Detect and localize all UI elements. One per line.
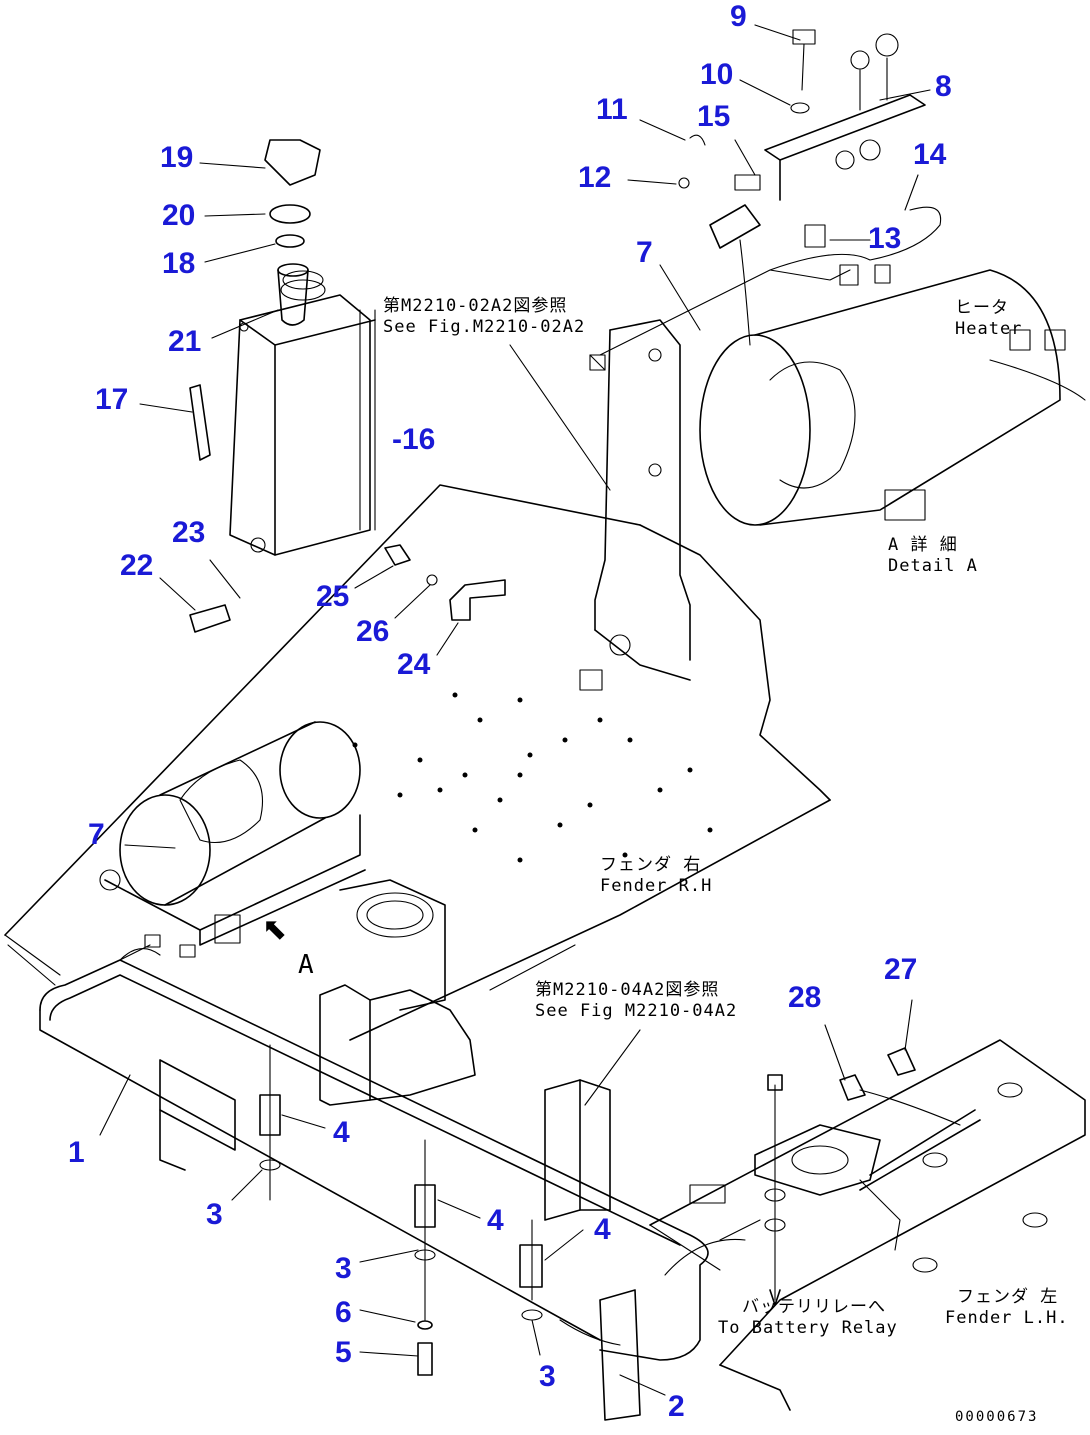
fender-rh-label: フェンダ 右 Fender R.H — [600, 855, 712, 898]
see-fig-note-lower: 第M2210-04A2図参照 See Fig M2210-04A2 — [535, 980, 737, 1023]
fender-lh-plate — [649, 1039, 1086, 1411]
callout-15: 15 — [697, 100, 731, 133]
view-a-letter: A — [298, 950, 314, 980]
detail-a-label-jp: A 詳 細 — [888, 535, 958, 555]
fender-lh-label: フェンダ 左 Fender L.H. — [945, 1287, 1069, 1330]
small-brackets — [189, 384, 506, 633]
heater-label-jp: ヒータ — [955, 298, 1009, 318]
callout-19: 19 — [160, 141, 194, 174]
callout-23: 23 — [172, 516, 206, 549]
callout-8: 8 — [935, 70, 952, 103]
see-fig-note-lower-jp: 第M2210-04A2図参照 — [535, 980, 720, 1000]
view-a-arrow-icon: ⬉ — [262, 912, 288, 947]
callout-25: 25 — [316, 580, 350, 613]
wiring-harness — [119, 206, 961, 1346]
callout-11: 11 — [596, 93, 628, 126]
battery-relay-label-en: To Battery Relay — [718, 1318, 898, 1339]
see-fig-note-upper: 第M2210-02A2図参照 See Fig.M2210-02A2 — [383, 296, 585, 339]
detail-a-label-en: Detail A — [888, 556, 978, 577]
callout-28: 28 — [788, 981, 822, 1014]
callout-17: 17 — [95, 383, 129, 416]
heater-bracket — [579, 319, 691, 691]
drawing-number: 00000673 — [955, 1409, 1039, 1425]
heater-unit-lower — [99, 721, 366, 958]
connector-bracket — [678, 29, 926, 286]
battery-relay-label-jp: バッテリリレーへ — [742, 1297, 886, 1317]
leader-lines — [99, 24, 931, 1396]
callout-18: 18 — [162, 247, 196, 280]
callout-3-right: 3 — [539, 1360, 556, 1393]
callout-4-right: 4 — [594, 1213, 611, 1246]
callout-16: -16 — [392, 423, 436, 456]
fender-lh-label-en: Fender L.H. — [945, 1308, 1069, 1329]
bolts-and-spacers — [259, 1044, 543, 1376]
callout-22: 22 — [120, 549, 154, 582]
see-fig-note-lower-en: See Fig M2210-04A2 — [535, 1001, 738, 1022]
detail-a-label: A 詳 細 Detail A — [888, 535, 978, 578]
callout-14: 14 — [913, 138, 947, 171]
callout-7-upper: 7 — [636, 236, 653, 269]
water-tank — [229, 270, 376, 556]
center-frame — [159, 879, 641, 1421]
callout-10: 10 — [700, 58, 734, 91]
pipe-loop — [39, 944, 709, 1361]
relay-plate — [689, 1047, 981, 1306]
battery-relay-label: バッテリリレーへ To Battery Relay — [718, 1297, 898, 1340]
fender-rh-label-jp: フェンダ 右 — [600, 855, 702, 875]
see-fig-note-upper-en: See Fig.M2210-02A2 — [383, 317, 586, 338]
callout-13: 13 — [868, 222, 902, 255]
heater-label-en: Heater — [955, 319, 1023, 340]
callout-12: 12 — [578, 161, 612, 194]
fender-rh-plate — [4, 484, 831, 1041]
callout-20: 20 — [162, 199, 196, 232]
callout-9: 9 — [730, 0, 747, 33]
callout-5: 5 — [335, 1336, 352, 1369]
callout-4-middle: 4 — [487, 1204, 504, 1237]
fender-rh-label-en: Fender R.H — [600, 876, 713, 897]
see-fig-note-upper-jp: 第M2210-02A2図参照 — [383, 296, 568, 316]
callout-3-middle: 3 — [335, 1252, 352, 1285]
fender-lh-label-jp: フェンダ 左 — [957, 1287, 1059, 1307]
callout-6: 6 — [335, 1296, 352, 1329]
heater-unit-detail — [699, 269, 1086, 526]
filler-parts — [264, 139, 321, 326]
heater-label: ヒータ Heater — [955, 298, 1022, 341]
callout-4-left: 4 — [333, 1116, 350, 1149]
callout-2: 2 — [668, 1390, 685, 1423]
callout-26: 26 — [356, 615, 390, 648]
callout-1: 1 — [68, 1136, 85, 1169]
callout-27: 27 — [884, 953, 918, 986]
callout-24: 24 — [397, 648, 431, 681]
callout-21: 21 — [168, 325, 202, 358]
callout-3-left: 3 — [206, 1198, 223, 1231]
callout-7-lower: 7 — [88, 818, 105, 851]
